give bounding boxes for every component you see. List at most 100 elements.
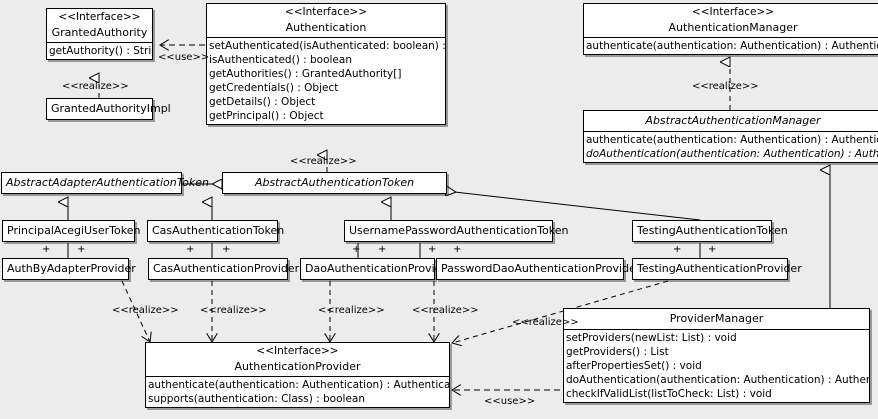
class-cas-authentication-token[interactable]: CasAuthenticationToken: [147, 220, 285, 242]
class-header: AbstractAuthenticationManager: [584, 111, 878, 131]
association-marker-plus: +: [186, 244, 195, 255]
class-header: AbstractAuthenticationToken: [223, 173, 446, 193]
operation: authenticate(authentication: Authenticat…: [586, 40, 878, 52]
class-operations: setProviders(newList: List) : void getPr…: [564, 329, 869, 402]
class-operations: setAuthenticated(isAuthenticated: boolea…: [207, 37, 445, 124]
class-header: <<Interface>> AuthenticationManager: [584, 4, 878, 37]
class-provider-manager[interactable]: ProviderManager setProviders(newList: Li…: [563, 308, 870, 403]
operation: authenticate(authentication: Authenticat…: [586, 134, 878, 146]
class-header: CasAuthenticationToken: [148, 221, 285, 241]
class-name: AuthenticationManager: [668, 21, 798, 34]
edge-label-realize-cas-provider: <<realize>>: [200, 305, 267, 316]
class-header: ProviderManager: [564, 309, 869, 329]
edge-label-realize-abstract-authentication-token: <<realize>>: [290, 156, 357, 167]
association-marker-plus: +: [352, 244, 361, 255]
association-marker-plus: +: [708, 244, 717, 255]
edge-label-use-provider-manager: <<use>>: [484, 396, 536, 407]
class-header: <<Interface>> GrantedAuthority: [47, 9, 152, 42]
operation: getDetails() : Object: [209, 96, 316, 108]
operation: setProviders(newList: List) : void: [566, 332, 737, 344]
class-testing-authentication-provider[interactable]: TestingAuthenticationProvider: [632, 258, 802, 280]
operation: isAuthenticated() : boolean: [209, 54, 352, 66]
class-header: AuthByAdapterProvider: [3, 259, 136, 279]
operation: checkIfValidList(listToCheck: List) : vo…: [566, 388, 772, 400]
class-username-password-authentication-token[interactable]: UsernamePasswordAuthenticationToken: [344, 220, 569, 242]
class-abstract-authentication-token[interactable]: AbstractAuthenticationToken: [222, 172, 447, 194]
class-name: AbstractAdapterAuthenticationToken: [6, 176, 209, 189]
class-name: AuthByAdapterProvider: [7, 262, 136, 275]
association-marker-plus: +: [378, 244, 387, 255]
class-authentication-manager[interactable]: <<Interface>> AuthenticationManager auth…: [583, 3, 878, 55]
class-name: TestingAuthenticationProvider: [637, 262, 802, 275]
edge-label-realize-auth-by-adapter: <<realize>>: [112, 305, 179, 316]
class-header: DaoAuthenticationProvider: [301, 259, 453, 279]
class-name: DaoAuthenticationProvider: [305, 262, 453, 275]
operation: doAuthentication(authentication: Authent…: [566, 374, 869, 386]
association-marker-plus: +: [673, 244, 682, 255]
class-testing-authentication-token[interactable]: TestingAuthenticationToken: [632, 220, 788, 242]
operation: supports(authentication: Class) : boolea…: [148, 393, 365, 405]
association-marker-plus: +: [428, 244, 437, 255]
class-operations: getAuthority() : String: [47, 42, 152, 59]
class-name: PrincipalAcegiUserToken: [7, 224, 141, 237]
class-operations: authenticate(authentication: Authenticat…: [584, 131, 878, 162]
edge-label-realize-granted-authority-impl: <<realize>>: [62, 81, 129, 92]
class-granted-authority[interactable]: <<Interface>> GrantedAuthority getAuthor…: [46, 8, 153, 60]
class-header: CasAuthenticationProvider: [149, 259, 300, 279]
class-name: GrantedAuthorityImpl: [51, 102, 171, 115]
edge-label-use-granted-authority: <<use>>: [158, 52, 210, 63]
class-header: GrantedAuthorityImpl: [47, 99, 171, 119]
class-header: <<Interface>> Authentication: [207, 4, 445, 37]
association-marker-plus: +: [77, 244, 86, 255]
class-header: <<Interface>> AuthenticationProvider: [146, 343, 449, 376]
class-name: TestingAuthenticationToken: [637, 224, 788, 237]
class-dao-authentication-provider[interactable]: DaoAuthenticationProvider: [300, 258, 453, 280]
class-operations: authenticate(authentication: Authenticat…: [584, 37, 878, 54]
class-abstract-authentication-manager[interactable]: AbstractAuthenticationManager authentica…: [583, 110, 878, 163]
edge-label-realize-provider-manager: <<realize>>: [512, 317, 579, 328]
class-authentication-provider[interactable]: <<Interface>> AuthenticationProvider aut…: [145, 342, 450, 408]
class-name: Authentication: [285, 21, 367, 34]
class-cas-authentication-provider[interactable]: CasAuthenticationProvider: [148, 258, 300, 280]
class-authentication[interactable]: <<Interface>> Authentication setAuthenti…: [206, 3, 446, 125]
class-name: CasAuthenticationProvider: [153, 262, 300, 275]
operation: afterPropertiesSet() : void: [566, 360, 702, 372]
class-password-dao-authentication-provider[interactable]: PasswordDaoAuthenticationProvider: [436, 258, 641, 280]
operation-abstract: doAuthentication(authentication: Authent…: [586, 148, 878, 160]
edge-label-realize-password-dao-provider: <<realize>>: [412, 305, 479, 316]
class-operations: authenticate(authentication: Authenticat…: [146, 376, 449, 407]
class-auth-by-adapter-provider[interactable]: AuthByAdapterProvider: [2, 258, 136, 280]
class-stereotype: <<Interface>>: [284, 6, 368, 18]
class-header: TestingAuthenticationProvider: [633, 259, 802, 279]
class-header: AbstractAdapterAuthenticationToken: [2, 173, 209, 193]
class-principal-acegi-user-token[interactable]: PrincipalAcegiUserToken: [2, 220, 141, 242]
class-header: PrincipalAcegiUserToken: [3, 221, 141, 241]
class-stereotype: <<Interface>>: [256, 345, 339, 357]
class-name: UsernamePasswordAuthenticationToken: [349, 224, 569, 237]
operation: getProviders() : List: [566, 346, 669, 358]
class-name: AuthenticationProvider: [234, 360, 361, 373]
class-name: AbstractAuthenticationManager: [645, 114, 821, 127]
edge-label-realize-abstract-authentication-manager: <<realize>>: [692, 81, 759, 92]
operation: getAuthorities() : GrantedAuthority[]: [209, 68, 402, 80]
class-name: PasswordDaoAuthenticationProvider: [441, 262, 641, 275]
operation: authenticate(authentication: Authenticat…: [148, 379, 449, 391]
edge-label-realize-dao-provider: <<realize>>: [318, 305, 385, 316]
class-name: AbstractAuthenticationToken: [254, 176, 415, 189]
class-name: CasAuthenticationToken: [152, 224, 285, 237]
operation: getCredentials() : Object: [209, 82, 339, 94]
class-name: ProviderManager: [669, 312, 764, 325]
association-marker-plus: +: [222, 244, 231, 255]
class-header: UsernamePasswordAuthenticationToken: [345, 221, 569, 241]
class-abstract-adapter-authentication-token[interactable]: AbstractAdapterAuthenticationToken: [1, 172, 209, 194]
operation: getPrincipal() : Object: [209, 110, 324, 122]
class-header: TestingAuthenticationToken: [633, 221, 788, 241]
class-granted-authority-impl[interactable]: GrantedAuthorityImpl: [46, 98, 171, 120]
class-stereotype: <<Interface>>: [58, 11, 141, 23]
association-marker-plus: +: [42, 244, 51, 255]
operation: getAuthority() : String: [49, 45, 152, 57]
class-name: GrantedAuthority: [51, 26, 148, 39]
association-marker-plus: +: [453, 244, 462, 255]
class-stereotype: <<Interface>>: [691, 6, 775, 18]
